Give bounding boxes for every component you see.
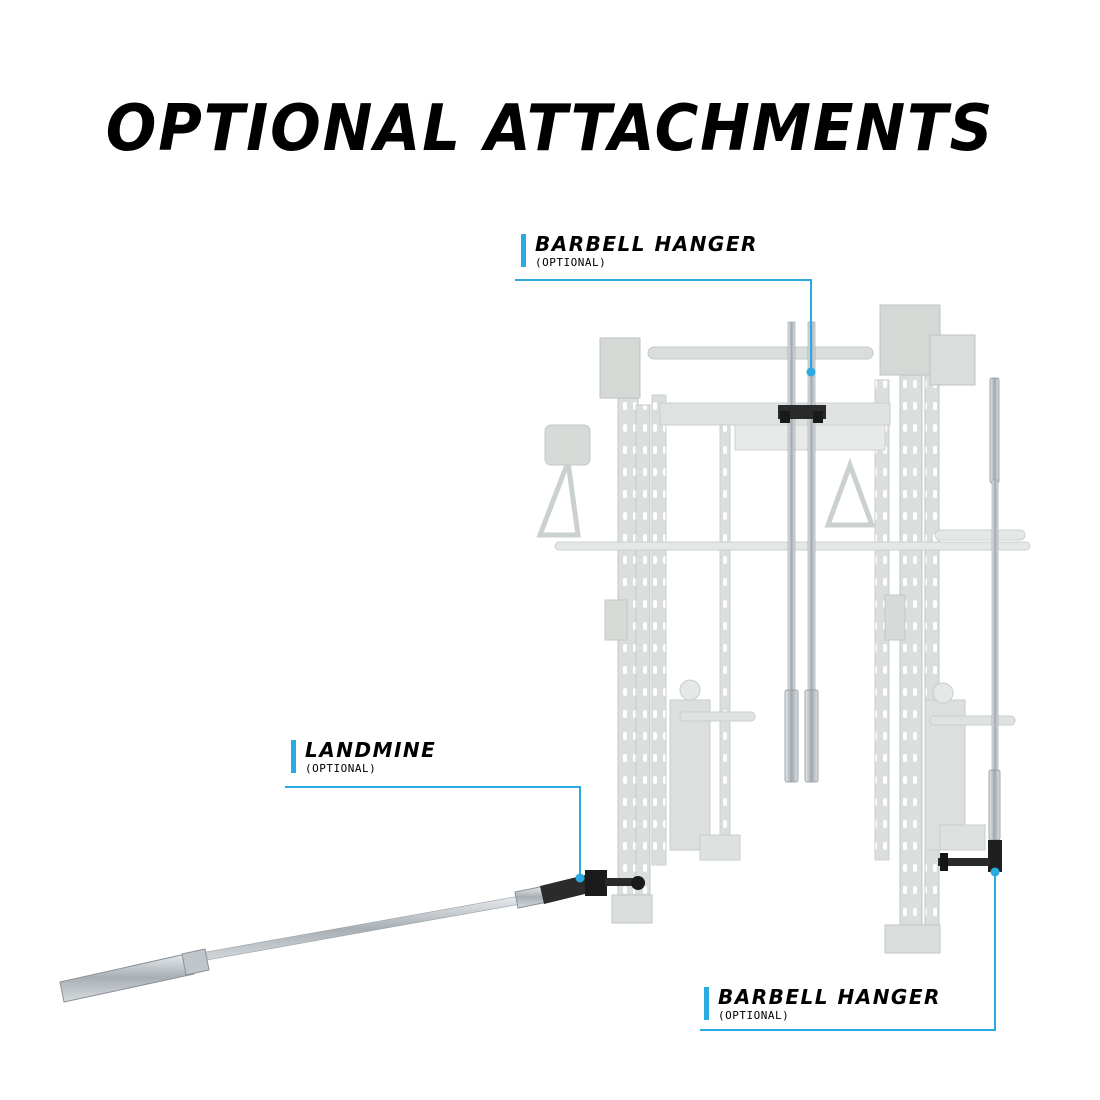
weight-pin-right	[884, 594, 906, 641]
landmine-sleeve-tube	[540, 875, 589, 904]
hanging-bar-shaft-2	[807, 321, 816, 693]
callout-title: BARBELL HANGER	[718, 985, 941, 1009]
pullup-bar	[647, 346, 874, 360]
landmine-bar-collar	[181, 948, 210, 976]
callout-dot-left	[575, 873, 585, 883]
foot-front-left	[611, 894, 653, 924]
callout-title: LANDMINE	[305, 738, 437, 762]
plate-sleeve-right	[929, 715, 1016, 726]
top-hanger-clamp-left	[780, 411, 790, 423]
callout-note: (OPTIONAL)	[305, 762, 377, 775]
handle-center	[824, 457, 876, 528]
callout-note: (OPTIONAL)	[535, 256, 607, 269]
foot-back-left	[699, 834, 741, 861]
top-crossmember	[659, 402, 891, 426]
callout-dot-right	[990, 867, 1000, 877]
right-hanger-cap	[940, 853, 948, 871]
callout-accent-bar	[291, 740, 296, 773]
landmine-bar-shaft	[194, 895, 522, 963]
weight-stack-left	[669, 699, 711, 851]
hanging-barbells	[778, 321, 826, 783]
plate-sleeve-left	[679, 711, 756, 722]
callout-dots	[575, 367, 1000, 883]
callout-lines	[285, 279, 996, 1031]
leader-line-top	[515, 279, 812, 372]
foot-back-right	[939, 824, 986, 851]
callout-accent-bar	[704, 987, 709, 1020]
pulley-head-left	[599, 337, 641, 399]
rack-upright-front-left	[617, 394, 639, 916]
right-bar-bottom-sleeve	[988, 769, 1001, 841]
right-hanger-post	[988, 840, 1002, 872]
rack-upright-back-left	[651, 394, 667, 866]
landmine-barbell	[59, 870, 645, 1003]
rack-upright-front-right-2	[924, 369, 940, 941]
rack-upright-front-right	[899, 359, 923, 941]
callout-accent-bar	[521, 234, 526, 267]
hanging-bar-shaft-1	[787, 321, 796, 693]
page-title: OPTIONAL ATTACHMENTS	[105, 92, 995, 166]
right-hanger-arm	[938, 858, 990, 866]
pulley-left	[544, 424, 591, 466]
plate-horn-left	[679, 679, 701, 701]
landmine-pivot	[585, 870, 607, 896]
leader-line-right	[700, 872, 996, 1031]
leader-line-left	[285, 786, 581, 878]
landmine-bar-sleeve	[59, 952, 195, 1003]
landmine-knob	[631, 876, 645, 890]
hanging-bar-sleeve-2	[804, 689, 819, 783]
weight-pin-left	[604, 599, 628, 641]
plate-horn-right	[932, 682, 954, 704]
top-hanger-clamp-right	[813, 411, 823, 423]
right-bar-top-sleeve	[989, 377, 1000, 484]
rack-upright-back-mid	[719, 419, 731, 861]
foot-front-right	[884, 924, 941, 954]
hanging-bar-sleeve-1	[784, 689, 799, 783]
callout-title: BARBELL HANGER	[535, 232, 758, 256]
landmine-mount	[605, 878, 635, 886]
pulley-head-right-2	[929, 334, 976, 386]
power-rack	[536, 304, 1031, 954]
callout-note: (OPTIONAL)	[718, 1009, 790, 1022]
callout-dot-top	[806, 367, 816, 377]
handle-left	[536, 461, 581, 538]
right-bar-shaft	[991, 479, 999, 771]
side-bar-right	[934, 529, 1026, 541]
rack-upright-front-left-2	[635, 404, 651, 916]
right-hanging-barbell	[938, 377, 1002, 872]
